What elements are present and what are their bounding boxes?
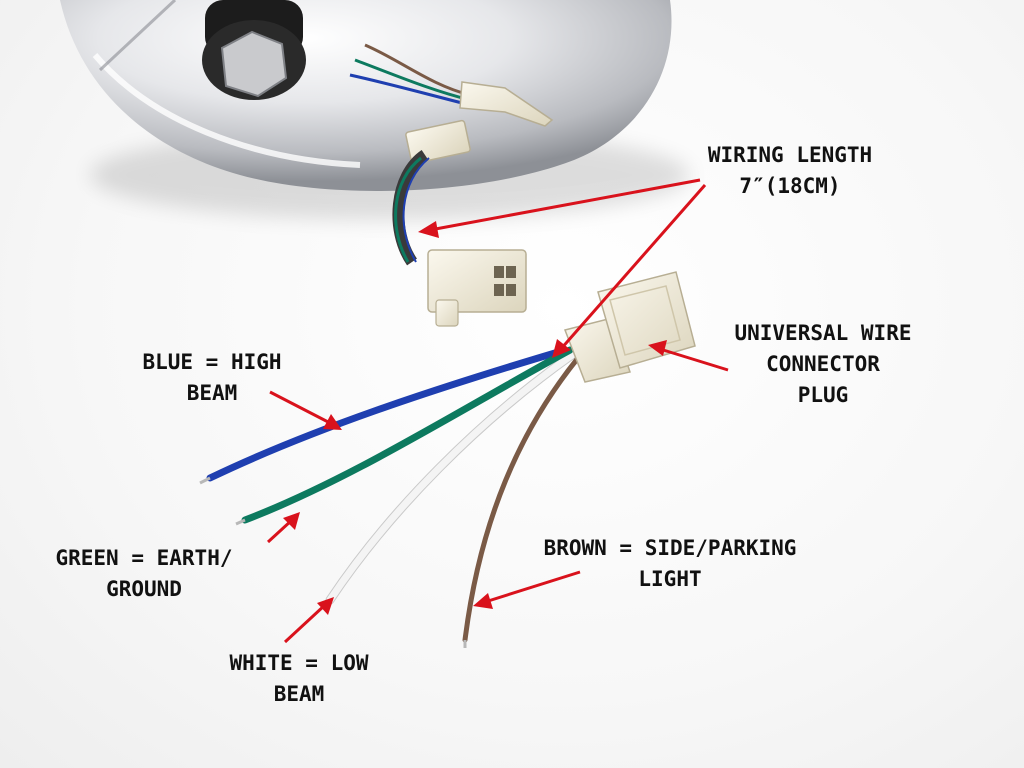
wire-white xyxy=(326,351,576,604)
arrow-white xyxy=(283,597,334,644)
arrow-line xyxy=(484,570,581,604)
label-universal-plug: UNIVERSAL WIRE CONNECTOR PLUG xyxy=(698,318,948,411)
wire-brown xyxy=(462,355,581,643)
label-green-line2: GROUND xyxy=(106,577,182,601)
wire-green xyxy=(241,346,574,524)
arrow-head xyxy=(648,340,667,356)
label-white: WHITE = LOW BEAM xyxy=(198,648,400,710)
wire-blue-tip xyxy=(199,476,211,485)
lower-socket-body xyxy=(427,249,527,313)
upper-connector xyxy=(459,81,554,127)
bolt-head xyxy=(220,30,288,98)
label-universal-plug-line3: PLUG xyxy=(797,383,849,407)
label-green-line1: GREEN = EARTH/ xyxy=(55,546,233,570)
wire-harness xyxy=(392,150,527,327)
arrow-wiring-length-upper xyxy=(418,178,701,238)
label-blue: BLUE = HIGH BEAM xyxy=(112,347,312,409)
arrow-universal-plug xyxy=(648,340,729,372)
label-brown-line2: LIGHT xyxy=(638,567,702,591)
arrow-line xyxy=(659,347,729,372)
arrow-head xyxy=(283,512,300,530)
label-green: GREEN = EARTH/ GROUND xyxy=(22,543,266,605)
arrow-head xyxy=(323,414,342,430)
chrome-rim-highlight xyxy=(92,53,361,168)
upper-wire-brown xyxy=(364,43,471,97)
arrow-head xyxy=(418,221,439,238)
universal-connector-plug xyxy=(563,271,696,383)
arrow-line xyxy=(429,178,701,232)
label-white-line1: WHITE = LOW xyxy=(229,651,369,675)
label-white-line2: BEAM xyxy=(273,682,325,706)
arrow-head xyxy=(473,593,493,609)
lower-socket xyxy=(427,249,527,327)
label-blue-line1: BLUE = HIGH xyxy=(142,350,282,374)
arrow-line xyxy=(269,390,333,426)
arrow-wiring-length-lower xyxy=(552,184,707,358)
arrow-head xyxy=(317,597,334,615)
arrow-green xyxy=(266,512,300,544)
harness-blue xyxy=(402,157,430,263)
upper-wire-blue xyxy=(349,73,471,107)
lower-socket-pin-4 xyxy=(506,284,516,296)
plug-ridge xyxy=(609,285,681,356)
arrow-line xyxy=(558,184,707,351)
label-universal-plug-line2: CONNECTOR xyxy=(766,352,880,376)
wire-green-tip xyxy=(235,518,246,526)
wire-blue xyxy=(206,346,569,482)
arrow-blue xyxy=(269,390,342,430)
label-wiring-length-line2: 7″(18CM) xyxy=(739,174,841,198)
arrow-brown xyxy=(473,570,581,609)
lower-socket-pin-3 xyxy=(494,284,504,296)
label-brown: BROWN = SIDE/PARKING LIGHT xyxy=(498,533,842,595)
label-wiring-length: WIRING LENGTH 7″(18CM) xyxy=(672,140,908,202)
arrow-line xyxy=(283,603,327,644)
loose-wires xyxy=(199,346,581,648)
label-universal-plug-line1: UNIVERSAL WIRE xyxy=(734,321,912,345)
upper-wire-green xyxy=(354,58,471,102)
arrow-head xyxy=(552,339,571,358)
callout-arrows xyxy=(266,178,729,644)
label-blue-line2: BEAM xyxy=(186,381,238,405)
arrow-line xyxy=(266,518,294,544)
label-brown-line1: BROWN = SIDE/PARKING xyxy=(543,536,797,560)
headlight-housing xyxy=(60,0,690,220)
lower-socket-pin-1 xyxy=(494,266,504,278)
lower-socket-tab xyxy=(435,299,459,327)
mounting-bolt xyxy=(202,0,306,100)
harness-green xyxy=(394,156,422,263)
chrome-seam xyxy=(98,0,177,72)
lower-socket-pin-2 xyxy=(506,266,516,278)
label-wiring-length-line1: WIRING LENGTH xyxy=(707,143,873,167)
